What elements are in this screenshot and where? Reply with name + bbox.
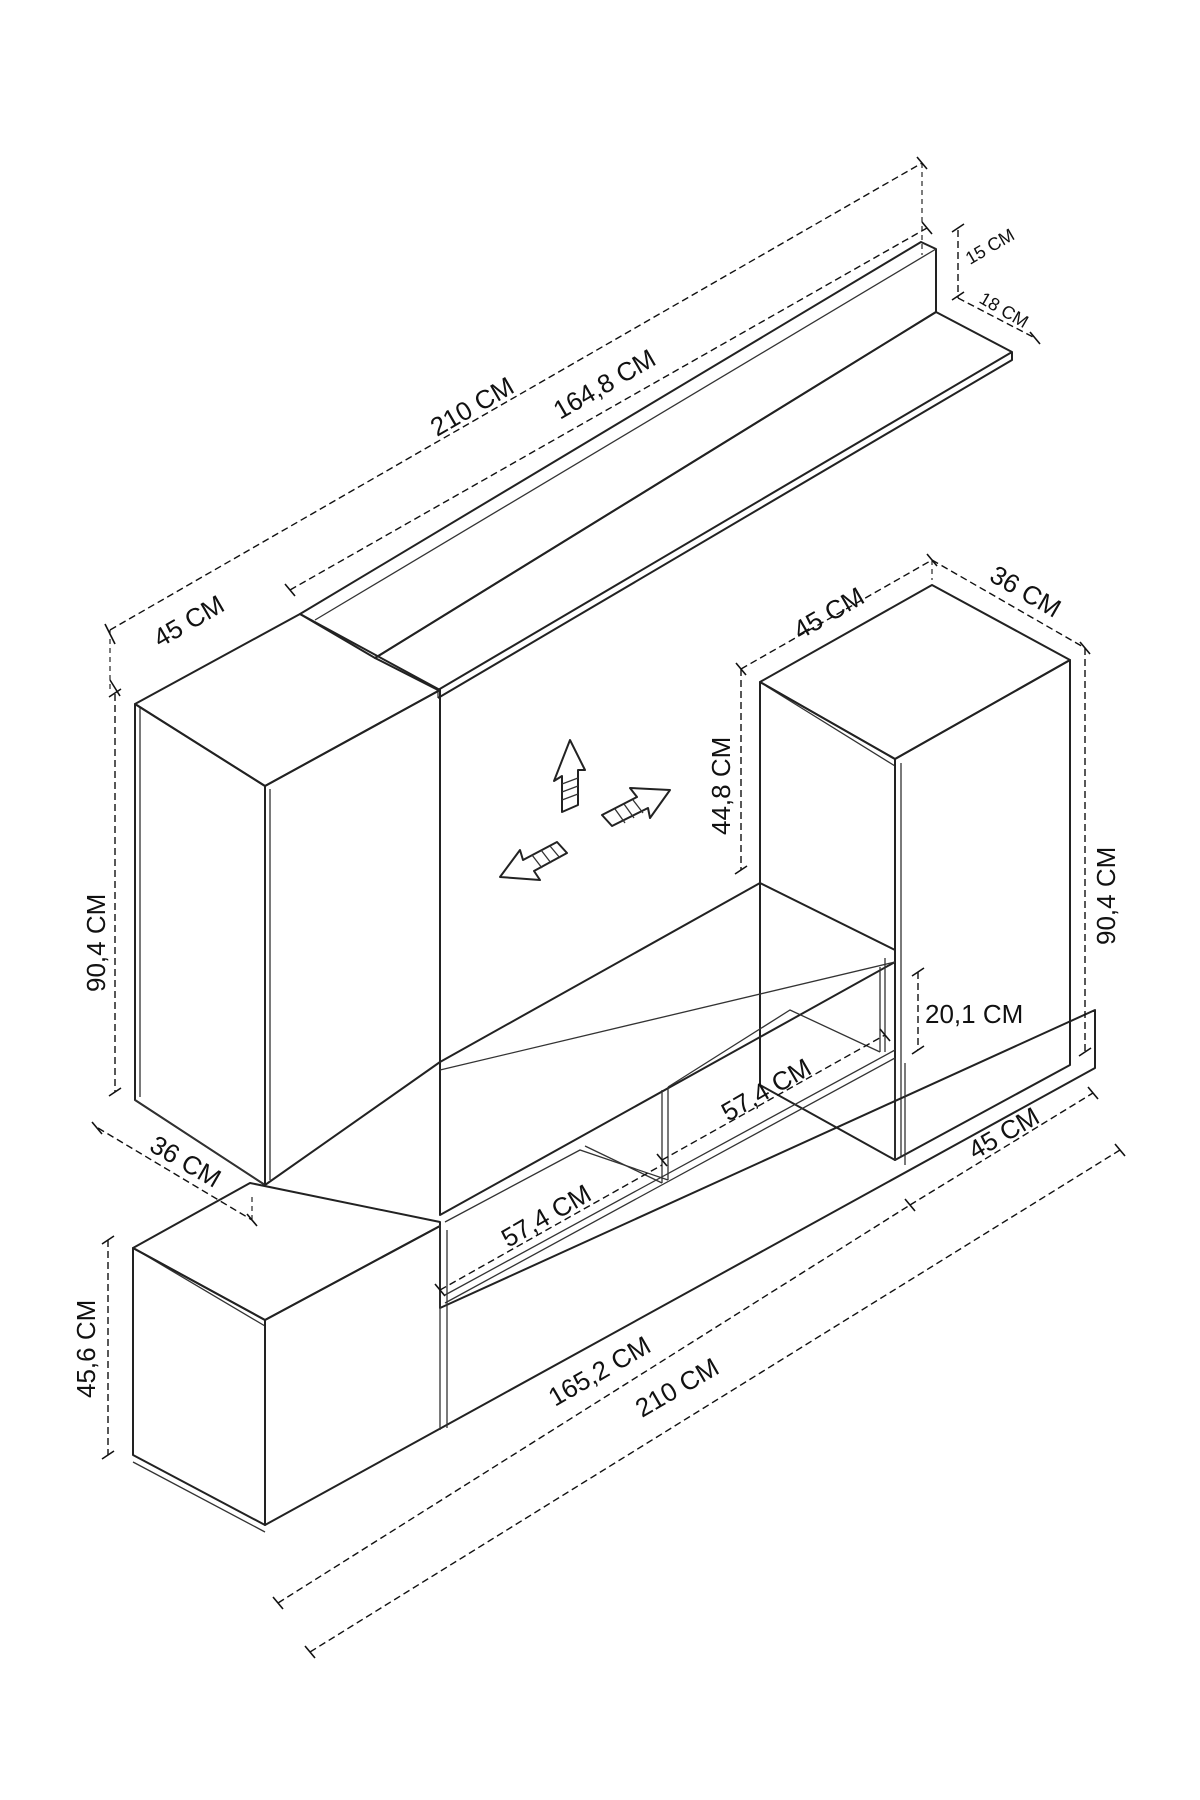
left-tall-depth-label: 36 CM <box>145 1129 226 1193</box>
right-base-width-label: 45 CM <box>963 1101 1044 1165</box>
right-tall-height-label: 90,4 CM <box>1091 847 1121 945</box>
base-height-label: 45,6 CM <box>71 1300 101 1398</box>
shelf-length-label: 164,8 CM <box>548 343 661 425</box>
right-tall-depth-label: 36 CM <box>985 559 1066 623</box>
compartment-right-label: 57,4 CM <box>716 1052 816 1127</box>
right-tall-offset-label: 44,8 CM <box>706 737 736 835</box>
compartment-left-label: 57,4 CM <box>496 1178 596 1253</box>
right-tall-width-label: 45 CM <box>788 581 869 645</box>
left-tall-height-label: 90,4 CM <box>81 894 111 992</box>
base-cabinets <box>132 1009 1096 1533</box>
arrow-right-icon <box>601 787 671 827</box>
shelf-total-width-label: 210 CM <box>425 371 519 443</box>
left-tall-cabinet <box>134 613 441 1186</box>
shelf-depth-label: 18 CM <box>976 288 1032 332</box>
wall-shelf <box>299 241 1013 699</box>
dimension-lines <box>91 156 1126 1659</box>
left-tall-width-label: 45 CM <box>148 589 229 653</box>
tv-unit <box>439 882 896 1304</box>
arrow-left-icon <box>499 841 568 881</box>
shelf-height-label: 15 CM <box>962 225 1018 269</box>
arrow-up-icon <box>553 739 586 813</box>
compartment-height-label: 20,1 CM <box>925 999 1023 1029</box>
